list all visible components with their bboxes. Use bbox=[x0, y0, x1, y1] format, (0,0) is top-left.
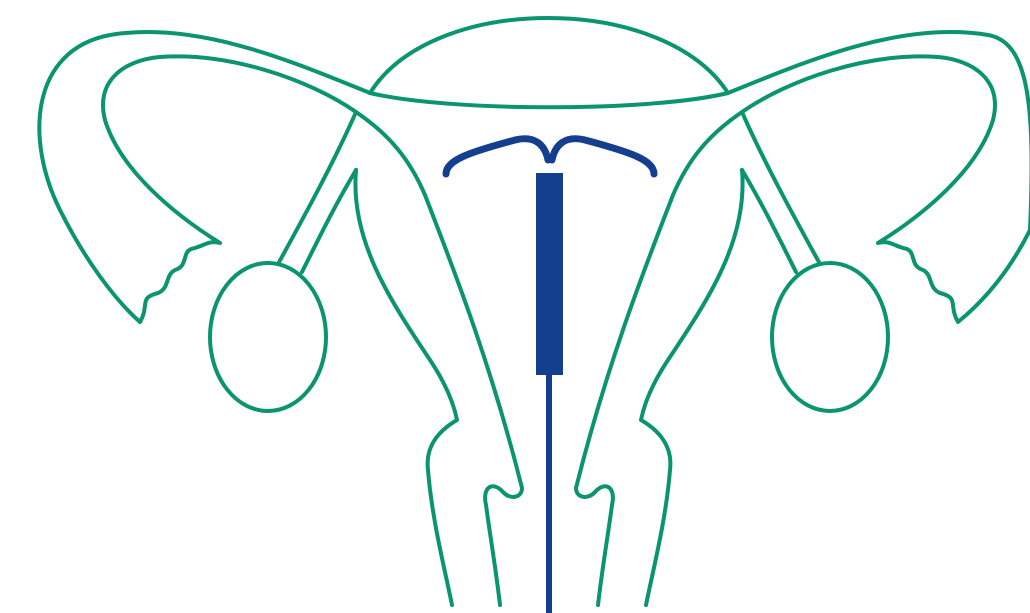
right-ovary bbox=[772, 263, 888, 411]
iud-left-arm bbox=[446, 139, 548, 174]
right-ovarian-ligament-bottom bbox=[742, 170, 796, 272]
left-ovarian-ligament-bottom bbox=[302, 170, 356, 272]
reproductive-anatomy bbox=[39, 18, 1030, 605]
uterus-fundus bbox=[370, 18, 728, 107]
iud-device bbox=[446, 139, 654, 613]
iud-right-arm bbox=[552, 139, 654, 174]
left-ovary bbox=[210, 263, 326, 411]
iud-stem bbox=[536, 173, 563, 375]
right-fallopian-tube bbox=[673, 32, 1030, 322]
